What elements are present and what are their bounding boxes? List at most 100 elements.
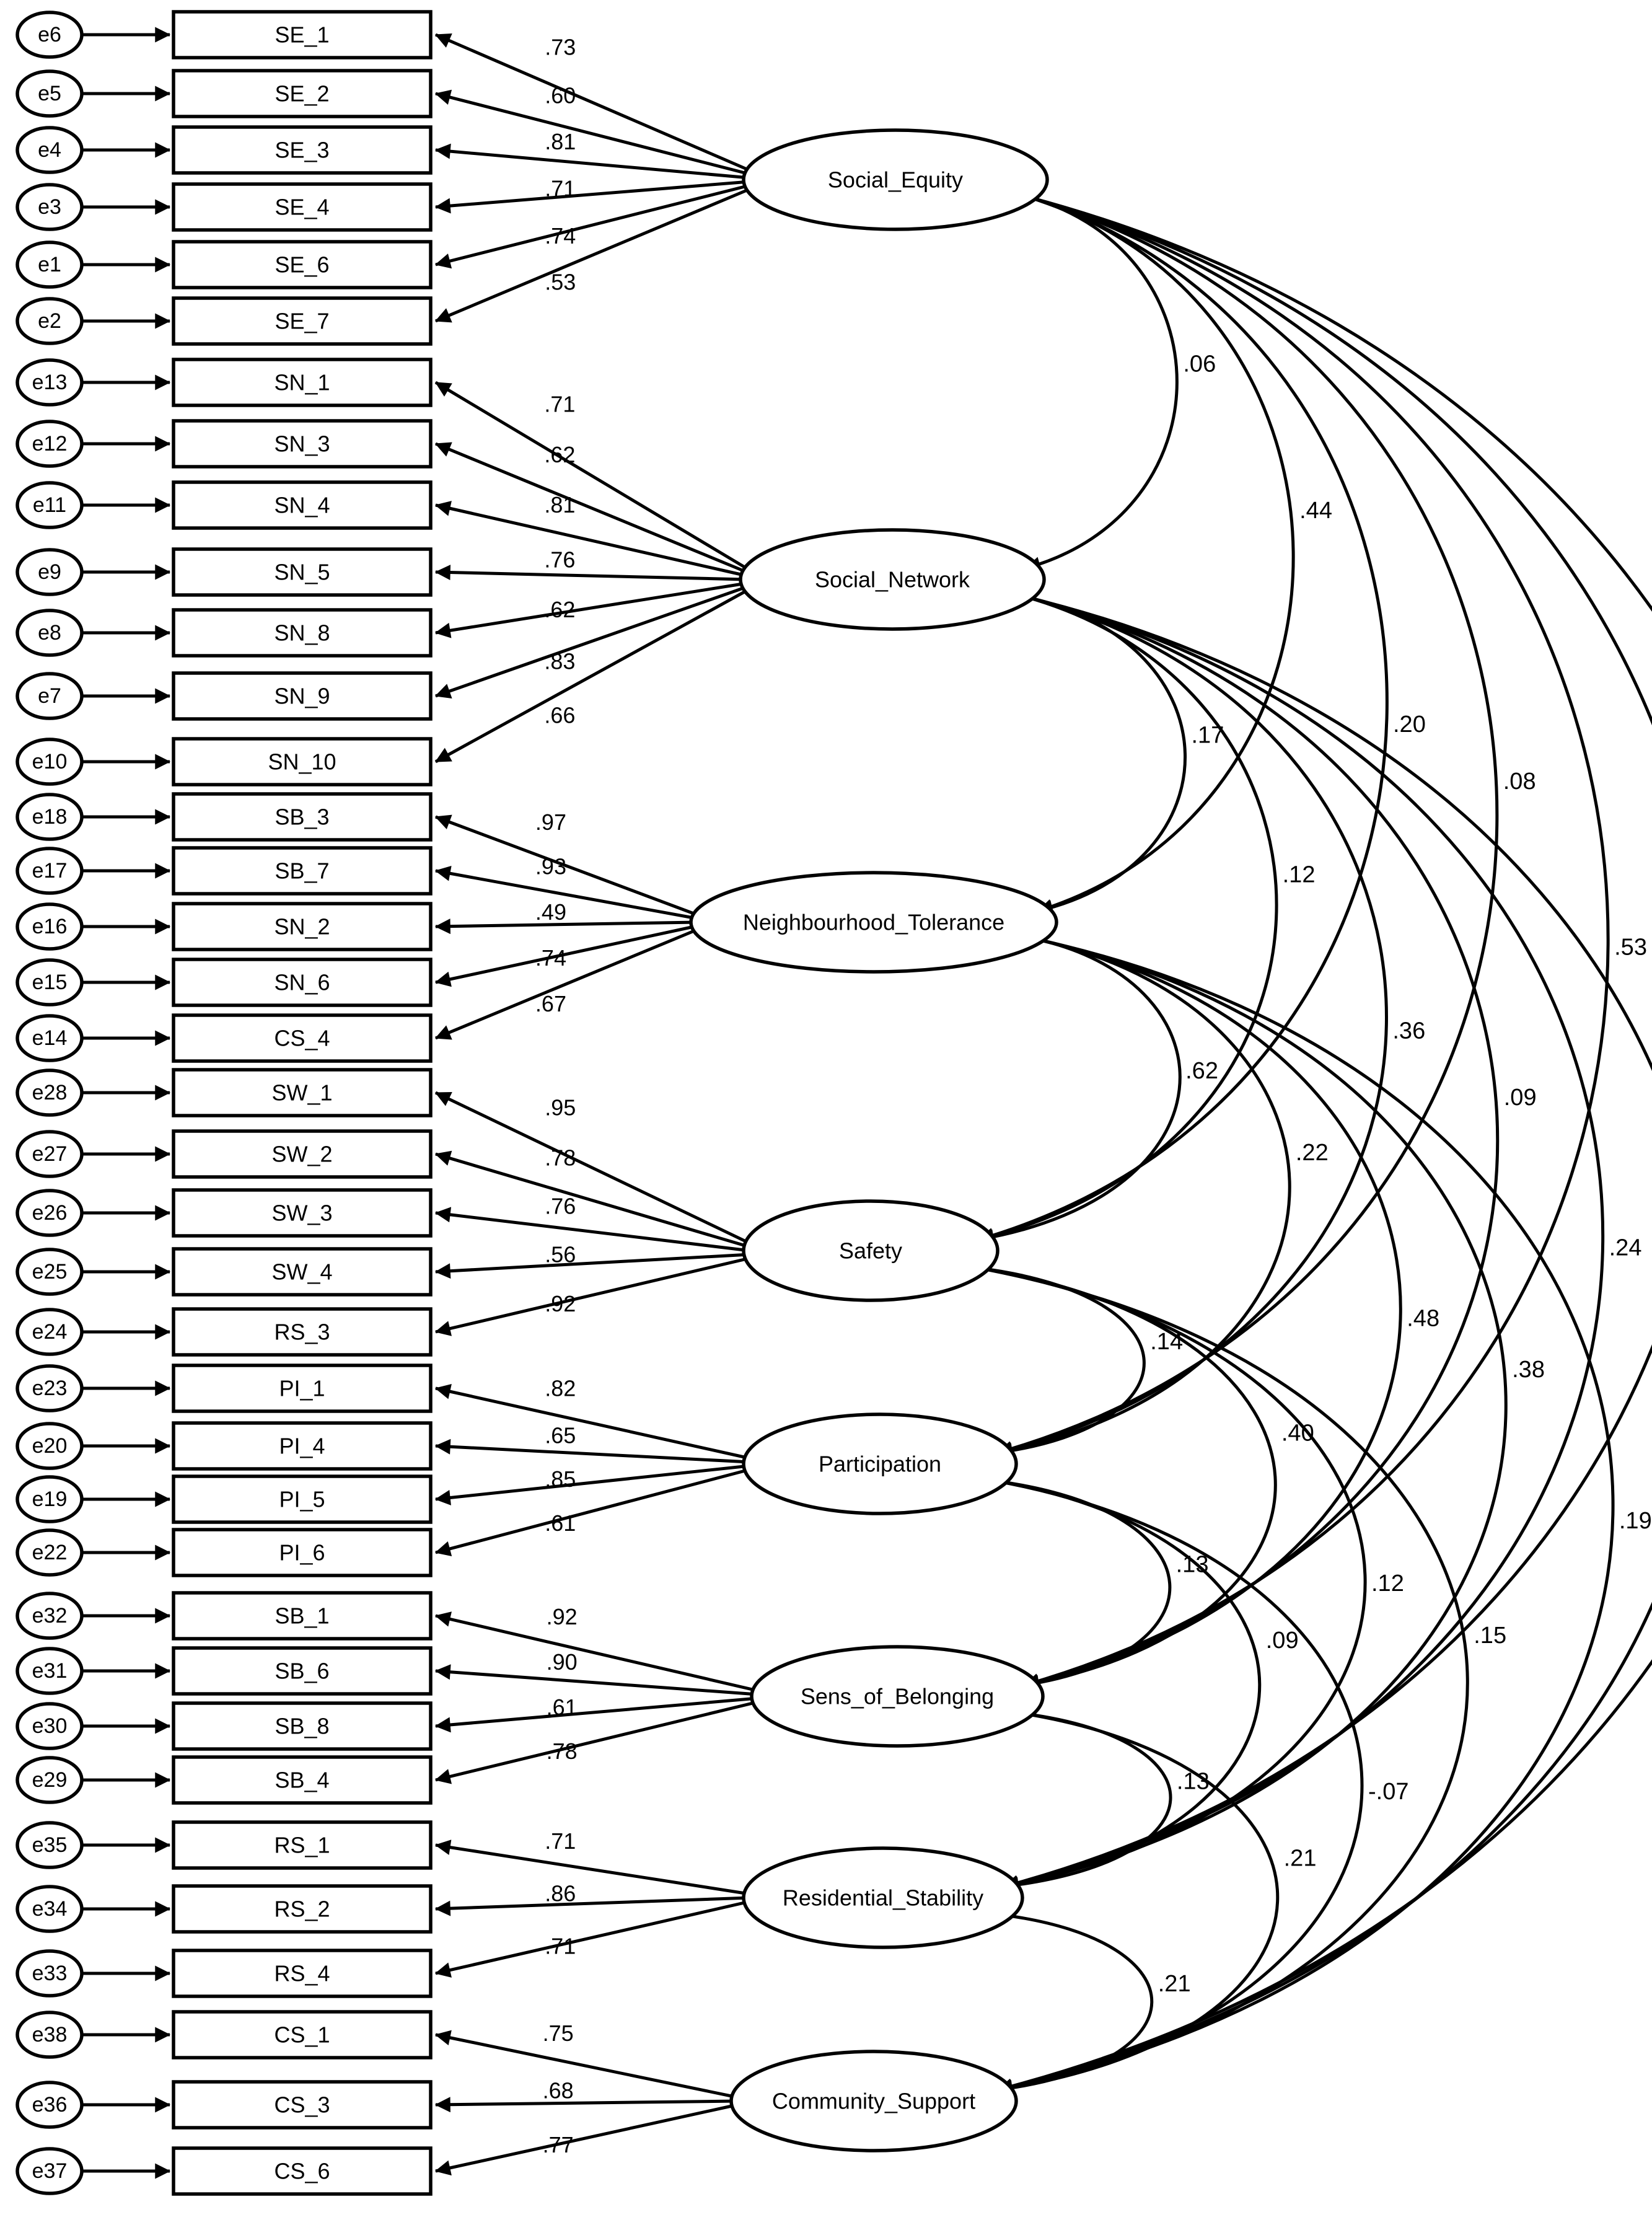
error-term (15, 1756, 84, 1804)
loading-path-SB_1 (434, 1611, 758, 1693)
correlation-arc-Social_Network-Sens_of_Belonging (1009, 585, 1500, 1690)
error-term (15, 2081, 84, 2129)
indicator-label: SN_10 (268, 749, 336, 775)
correlation-arcs: .06.44.20.08.53.34.22.17.12.36.09.24.07.… (963, 185, 1652, 2096)
error-term (15, 2011, 84, 2059)
correlation-label: .08 (1503, 769, 1536, 795)
factor-label: Community_Support (772, 2089, 975, 2114)
indicator-label: CS_4 (274, 1026, 330, 1051)
latent-factor (689, 871, 1058, 974)
indicator-box (172, 69, 433, 118)
loading-label: .77 (543, 2132, 574, 2157)
loading-label: .61 (547, 1694, 578, 1720)
error-term (15, 1068, 84, 1117)
loading-label: .83 (544, 649, 575, 674)
loading-label: .78 (545, 1145, 576, 1171)
indicator-label: SN_2 (274, 914, 330, 940)
loading-path-SN_9 (434, 585, 747, 698)
loading-label: .92 (547, 1604, 578, 1629)
factor-label: Sens_of_Belonging (801, 1684, 994, 1709)
indicator-box (172, 419, 433, 469)
indicator-box (172, 1755, 433, 1805)
loading-path-SE_1 (434, 33, 750, 172)
loading-path-SB_6 (434, 1664, 758, 1696)
indicator-box (172, 1068, 433, 1117)
loading-label: .90 (547, 1649, 578, 1675)
error-label: e9 (38, 560, 61, 584)
error-label: e13 (32, 371, 68, 394)
error-label: e29 (32, 1768, 68, 1792)
correlation-arc-Social_Equity-Participation (996, 185, 1499, 1456)
error-term (15, 481, 84, 529)
indicator-box (172, 240, 433, 289)
loading-label: .71 (545, 1934, 576, 1959)
latent-factor (742, 1199, 1000, 1302)
loading-label: .92 (545, 1291, 576, 1316)
correlation-label: .12 (1283, 862, 1316, 888)
correlation-label: .06 (1183, 351, 1216, 377)
error-term (15, 1949, 84, 1998)
indicator-label: SN_8 (274, 620, 330, 646)
error-term (15, 672, 84, 720)
correlation-label: .36 (1392, 1018, 1425, 1044)
error-label: e22 (32, 1541, 68, 1564)
indicator-box (172, 2146, 433, 2196)
correlation-label: .44 (1299, 498, 1332, 524)
correlation-label: -.07 (1368, 1779, 1408, 1805)
indicator-label: SE_7 (275, 309, 329, 334)
error-term (15, 297, 84, 345)
loading-path-SW_1 (434, 1091, 751, 1245)
indicator-label: PI_6 (279, 1540, 325, 1566)
loading-label: .56 (545, 1241, 576, 1267)
loading-path-PI_6 (434, 1468, 750, 1557)
indicator-box (172, 1646, 433, 1696)
correlation-arc-Social_Equity-Safety (978, 185, 1389, 1243)
error-term (15, 69, 84, 118)
error-label: e14 (32, 1026, 68, 1050)
loading-path-SE_3 (434, 143, 750, 180)
correlation-label: .48 (1407, 1306, 1439, 1332)
indicator-label: SB_1 (275, 1603, 329, 1629)
correlation-label: .12 (1371, 1571, 1404, 1597)
correlation-arc-Safety-Residential_Stability (963, 1258, 1367, 1892)
indicator-box (172, 2080, 433, 2130)
indicator-box (172, 1528, 433, 1577)
error-term (15, 1130, 84, 1178)
indicator-label: SN_4 (274, 493, 330, 518)
error-term (15, 847, 84, 895)
loading-paths: .73.60.81.71.74.53.71.62.81.76.62.83.66.… (82, 27, 758, 2179)
indicator-box (172, 296, 433, 346)
latent-factor (739, 528, 1046, 631)
latent-factor (742, 1846, 1024, 1949)
loading-path-SB_3 (434, 814, 698, 917)
error-term (15, 902, 84, 951)
error-term (15, 183, 84, 231)
loading-label: .81 (544, 492, 575, 518)
indicator-box (172, 1364, 433, 1413)
correlation-arc-Social_Network-Community_Support (996, 586, 1652, 2094)
indicator-label: SB_6 (275, 1659, 329, 1684)
correlation-label: .62 (1185, 1058, 1218, 1084)
error-term (15, 1308, 84, 1356)
error-label: e30 (32, 1714, 68, 1738)
loading-label: .49 (535, 899, 566, 925)
indicator-label: SB_7 (275, 858, 329, 884)
indicator-box (172, 358, 433, 407)
loading-path-PI_5 (434, 1464, 750, 1505)
factor-label: Social_Equity (828, 167, 963, 193)
error-label: e4 (38, 138, 61, 162)
error-term (15, 793, 84, 841)
loading-path-SN_6 (434, 924, 698, 987)
correlation-arc-Sens_of_Belonging-Community_Support (996, 1703, 1280, 2095)
loading-label: .61 (545, 1510, 576, 1536)
indicator-box (172, 737, 433, 786)
error-label: e8 (38, 621, 61, 645)
indicator-label: SN_3 (274, 431, 330, 457)
error-term (15, 738, 84, 786)
error-label: e24 (32, 1320, 68, 1344)
error-label: e3 (38, 195, 61, 219)
loading-path-CS_6 (434, 2103, 738, 2176)
error-term (15, 358, 84, 407)
error-term (15, 240, 84, 289)
loading-label: .53 (545, 269, 576, 294)
